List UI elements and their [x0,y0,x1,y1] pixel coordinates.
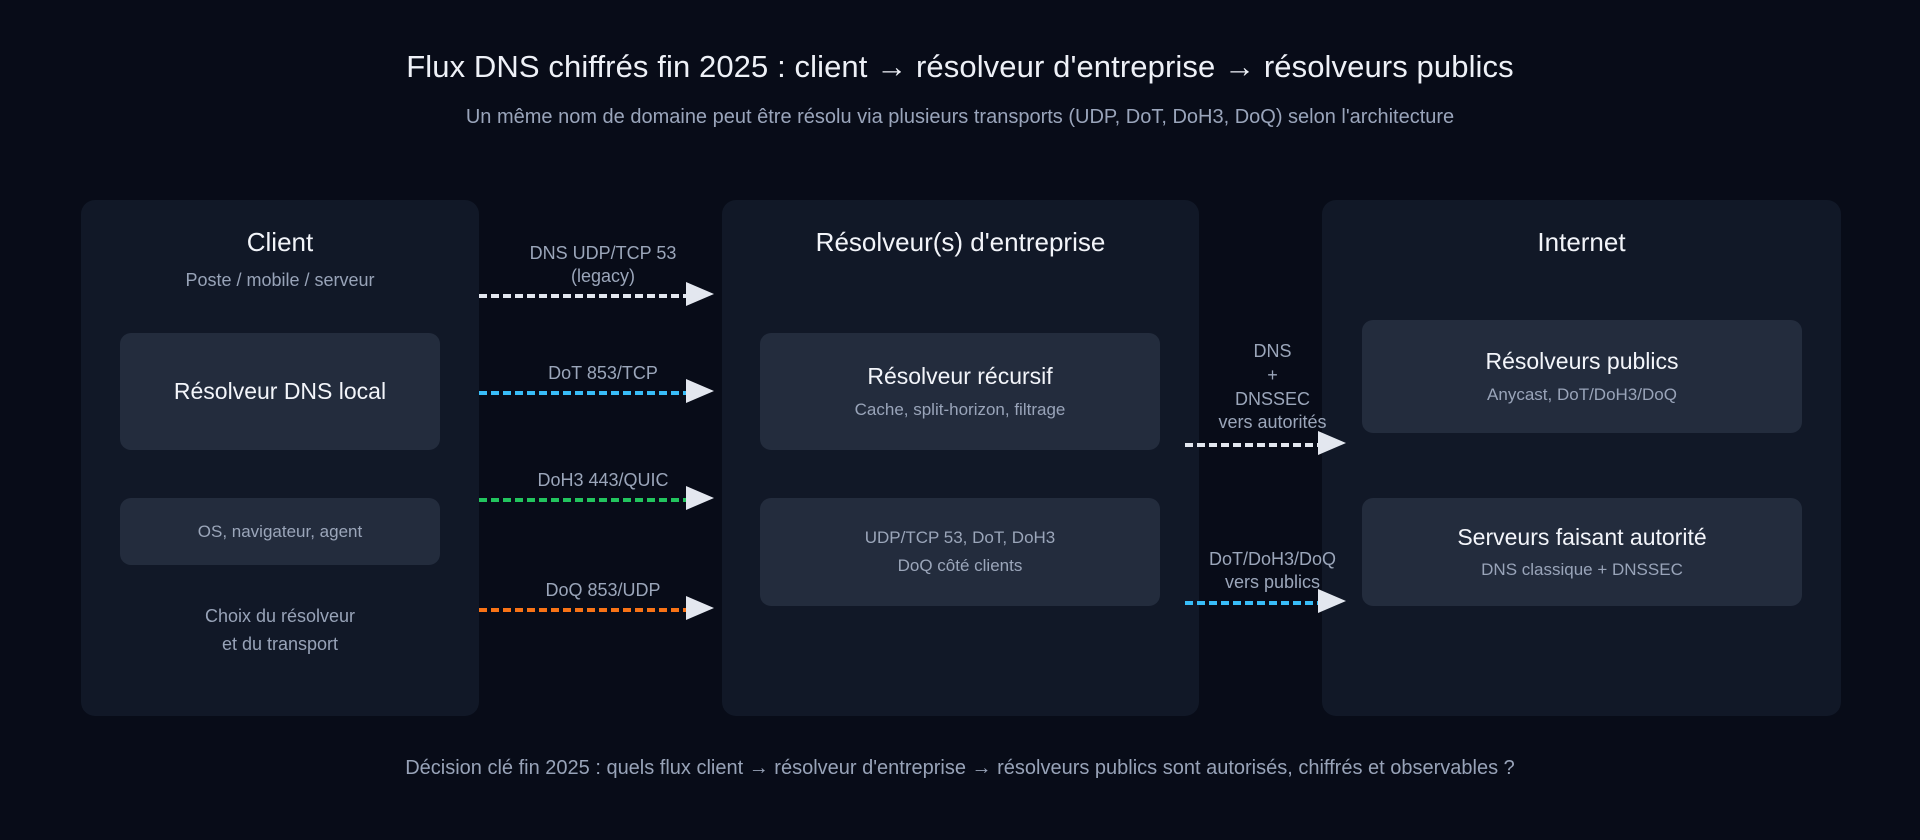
card-authoritative-servers: Serveurs faisant autorité DNS classique … [1362,498,1802,606]
page-title: Flux DNS chiffrés fin 2025 : client → ré… [406,49,1514,84]
card-recursive-resolver: Résolveur récursif Cache, split-horizon,… [760,333,1160,450]
arrow-head-icon [686,486,714,510]
card-public-resolvers-title: Résolveurs publics [1485,348,1679,375]
flow-doh3-443-quic-label: DoH3 443/QUIC [537,469,669,490]
card-recursive-resolver-title: Résolveur récursif [867,363,1053,390]
card-os-browser-agent: OS, navigateur, agent [120,498,440,565]
arrow-head-icon [686,379,714,403]
flow-doq-853-udp-label: DoQ 853/UDP [545,579,661,600]
card-authoritative-servers-title: Serveurs faisant autorité [1457,523,1707,550]
flow-dns-dnssec-to-authoritative-label: DNS + DNSSEC vers autorités [1218,341,1327,433]
panel-client-title: Client [246,227,314,257]
flow-dns-udp-tcp-53-label: DNS UDP/TCP 53 (legacy) [529,242,677,286]
flow-doh3-443-quic-line [479,498,691,502]
arrow-head-icon [686,282,714,306]
page-subtitle: Un même nom de domaine peut être résolu … [465,105,1455,128]
flow-doq-853-udp-line [479,608,691,612]
panel-internet-title: Internet [1537,227,1626,257]
card-authoritative-servers-subtitle: DNS classique + DNSSEC [1481,560,1683,580]
card-enterprise-client-transports-line2: DoQ côté clients [897,556,1023,575]
card-public-resolvers-subtitle: Anycast, DoT/DoH3/DoQ [1487,384,1677,404]
panel-client-subtitle: Poste / mobile / serveur [185,269,375,290]
flow-dot-853-tcp-label: DoT 853/TCP [548,362,658,383]
diagram-header: Flux DNS chiffrés fin 2025 : client → ré… [0,48,1920,130]
panel-internet: Internet [1322,200,1841,716]
diagram-footer: Décision clé fin 2025 : quels flux clien… [405,757,1515,779]
panel-client: Client Poste / mobile / serveur [81,200,479,716]
card-public-resolvers: Résolveurs publics Anycast, DoT/DoH3/DoQ [1362,320,1802,433]
arrow-head-icon [686,596,714,620]
client-footnote: Choix du résolveur et du transport [204,606,356,654]
card-os-browser-agent-label: OS, navigateur, agent [197,521,363,541]
card-enterprise-client-transports-line1: UDP/TCP 53, DoT, DoH3 [864,528,1056,548]
card-recursive-resolver-subtitle: Cache, split-horizon, filtrage [854,399,1066,419]
card-local-dns-resolver-title: Résolveur DNS local [173,378,387,405]
panel-enterprise-resolver-title: Résolveur(s) d'entreprise [815,227,1106,257]
card-local-dns-resolver: Résolveur DNS local [120,333,440,450]
panel-enterprise-resolver: Résolveur(s) d'entreprise [722,200,1199,716]
flow-dns-dnssec-to-authoritative-line [1185,443,1325,447]
card-enterprise-client-transports: UDP/TCP 53, DoT, DoH3 DoQ côté clients [760,498,1160,606]
flow-dot-853-tcp-line [479,391,691,395]
arrow-head-icon [1318,589,1346,613]
arrow-head-icon [1318,431,1346,455]
flow-encrypted-to-public-resolvers-label: DoT/DoH3/DoQ vers publics [1208,548,1337,593]
flow-dns-udp-tcp-53-line [479,294,691,298]
flow-encrypted-to-public-resolvers-line [1185,601,1325,605]
